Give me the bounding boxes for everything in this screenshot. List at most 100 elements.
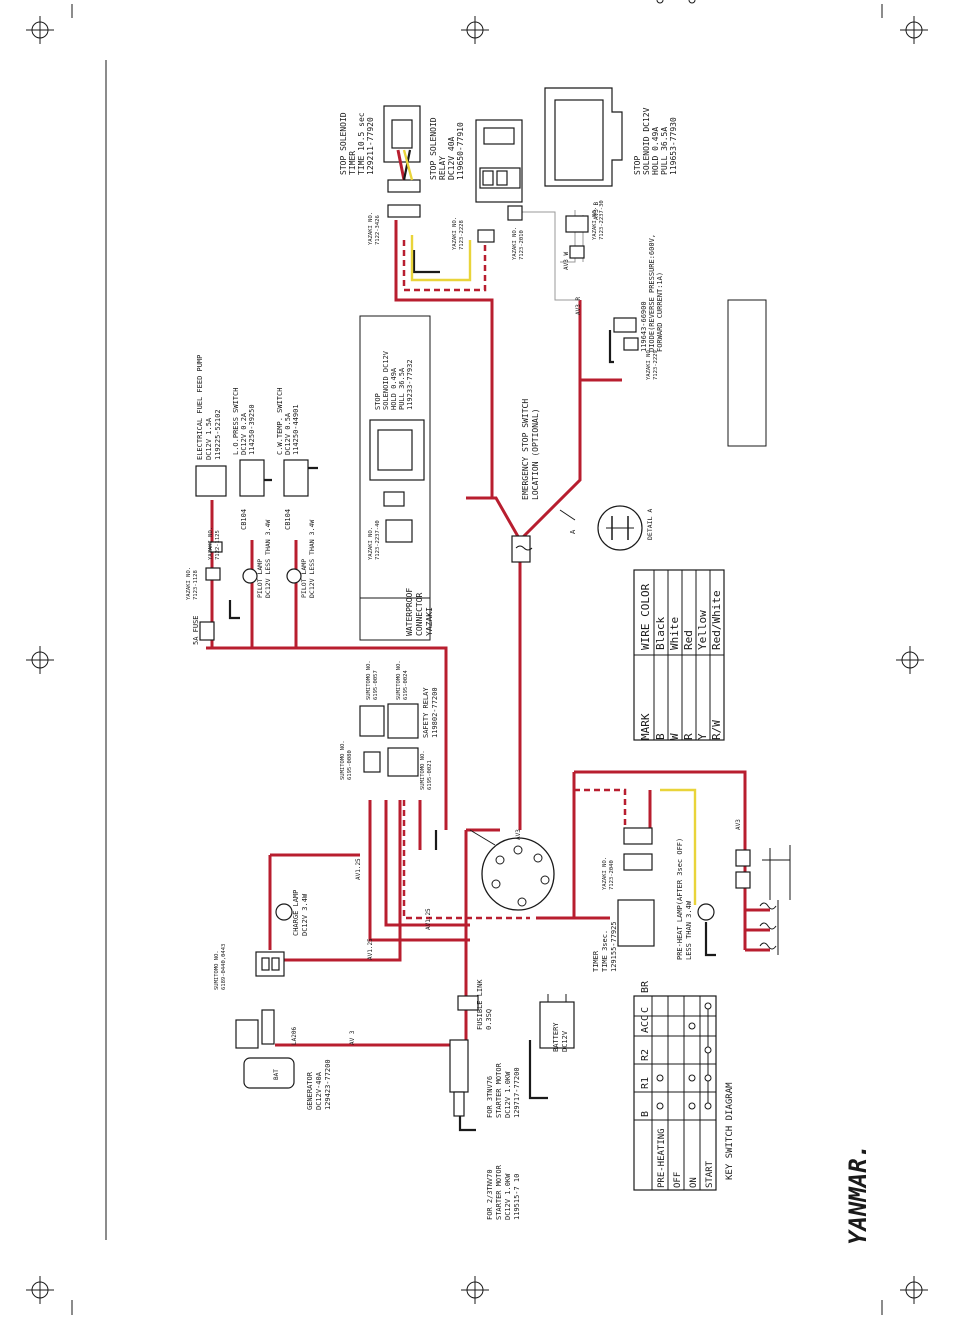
starter-3tnv-label-line-1: STARTER MOTOR	[495, 1062, 503, 1118]
preheat-timer-block	[617, 827, 751, 947]
key-table-header-2: R1	[640, 1077, 651, 1089]
stop-solenoid-timer-block	[383, 105, 421, 218]
waterproof-connector-box	[359, 315, 431, 641]
safety-relay-label-line-1: 119802-77200	[431, 687, 439, 738]
yazaki-6-label-line-1: 7123-2010	[519, 230, 525, 260]
generator-label-line-0: GENERATOR	[306, 1071, 314, 1110]
sumitomo-1-label-line-1: 6195-0057	[373, 670, 379, 700]
yazaki-4-label-line-1: 7122-3426	[375, 215, 381, 245]
wire-table-mark-1: W	[668, 733, 681, 740]
waterproof-connector-label-line-0: WATERPROOF	[405, 588, 414, 636]
sumitomo-4-label-line-1: 6195-0021	[427, 760, 433, 790]
diode-label-line-2: FORWARD CURRENT:1A)	[656, 272, 664, 352]
generator-label-line-1: DC12V-40A	[315, 1071, 323, 1110]
stop-solenoid-timer-label-line-0: STOP SOLENOID	[339, 112, 348, 175]
key-table-dot	[688, 0, 696, 4]
stop-solenoid-center-label-line-4: 119233-77932	[406, 359, 414, 410]
stop-solenoid-relay-label-line-2: DC12V 40A	[447, 136, 456, 180]
yazaki-8-label-line-1: 7123-2237-40	[375, 520, 381, 560]
yazaki-4-label-line-0: YAZAKI NO.	[368, 212, 374, 245]
charge-lamp-symbol	[275, 903, 293, 921]
starter-3tnv-label-line-0: FOR 3TNV76	[486, 1076, 494, 1118]
detail-a-mark-label: A	[569, 529, 577, 534]
key-table-row-label-1: OFF	[673, 1172, 683, 1188]
yanmar-logo: YANMAR.	[844, 1144, 872, 1245]
cw-temp-label-line-2: 114250-44901	[292, 404, 300, 455]
wire-table-color-3: Yellow	[696, 610, 709, 650]
stop-solenoid-relay-label-line-3: 119650-77910	[456, 122, 465, 180]
lo-press-label-line-2: 114250-39250	[248, 404, 256, 455]
yazaki-2-label-line-0: YAZAKI NO.	[208, 527, 214, 560]
emergency-stop-switch	[511, 535, 533, 563]
yazaki-3-label-line-1: 7123-2228	[459, 220, 465, 250]
stop-solenoid-right-label-line-3: PULL 36.5A	[660, 127, 669, 175]
timer-preheat-label-line-0: TIMER	[592, 950, 600, 972]
key-table-header-3: R2	[640, 1049, 651, 1061]
timer-preheat-label-line-1: TIME 3sec.	[601, 930, 609, 972]
black-ground-wires	[228, 250, 716, 1132]
diode-label-line-0: 119643-66900	[640, 301, 648, 352]
stop-solenoid-right-label-line-1: SOLENOID DC12V	[642, 107, 651, 175]
yazaki-3-label-line-0: YAZAKI NO.	[452, 217, 458, 250]
sumitomo-2-label-line-0: SUMITOMO NO.	[396, 660, 402, 700]
yazaki-2-label-line-1: 7122-1125	[215, 530, 221, 560]
generator-tag-label: LA206	[291, 1027, 298, 1045]
stop-solenoid-timer-label-line-3: 129211-77920	[366, 117, 375, 175]
fuel-pump-block	[195, 465, 227, 641]
stop-solenoid-center-label-line-0: STOP	[374, 393, 382, 410]
key-table-row-label-0: PRE-HEATING	[657, 1128, 667, 1188]
key-table-dot	[688, 1022, 696, 1030]
waterproof-connector-label-line-1: CONNECTOR	[415, 592, 424, 636]
preheat-lamp-label-line-1: LESS THAN 3.4W	[685, 900, 693, 960]
sumitomo-1-label-line-0: SUMITOMO NO.	[366, 660, 372, 700]
wire-tag-0: AV3	[515, 829, 522, 840]
yazaki-1-label-line-0: YAZAKI NO.	[186, 567, 192, 600]
stop-solenoid-right-label-line-2: HOLD 0.49A	[651, 127, 660, 175]
key-table-header-6: BR	[640, 980, 651, 993]
wire-tag-2: AV1.25	[367, 938, 374, 960]
svg-text:YANMAR.: YANMAR.	[844, 1144, 872, 1245]
key-table-dot	[704, 1002, 712, 1010]
pilot-lamp-1-label-line-1: DC12V LESS THAN 3.4W	[264, 520, 272, 598]
key-switch-title: KEY SWITCH DIAGRAM	[725, 1082, 735, 1180]
wire-table-mark-3: Y	[696, 733, 709, 740]
generator-block	[235, 951, 295, 1089]
stop-solenoid-center-label-line-2: HOLD 0.49A	[390, 367, 398, 410]
timer-preheat-label-line-2: 129155-77925	[610, 921, 618, 972]
wire-table-color-1: White	[668, 617, 681, 650]
fuel-pump-label-line-0: ELECTRICAL FUEL FEED PUMP	[196, 355, 204, 460]
sumitomo-3-label-line-0: SUMITOMO NO.	[340, 740, 346, 780]
wire-table-mark-0: B	[654, 733, 667, 740]
key-table-dot	[688, 1102, 696, 1110]
charge-lamp-label-line-1: DC12V 3.4W	[301, 893, 309, 936]
stop-solenoid-relay-block	[475, 119, 523, 243]
stop-solenoid-relay-label-line-1: RELAY	[438, 156, 447, 180]
fusible-link-label-line-0: FUSIBLE LINK	[476, 979, 484, 1030]
wire-tag-8: AV3	[735, 819, 742, 830]
starter-block	[449, 994, 575, 1117]
yazaki-9-label-line-1: 7123-2229	[653, 350, 659, 380]
registration-marks	[26, 4, 928, 1315]
sumitomo-2-label-line-1: 6195-0024	[403, 670, 409, 700]
preheat-lamp-label-line-0: PRE-HEAT LAMP(AFTER 3sec OFF)	[676, 838, 684, 960]
yazaki-8-label-line-0: YAZAKI NO.	[368, 527, 374, 560]
key-table-header-4: ACC	[640, 1015, 651, 1033]
key-table-dot	[656, 1102, 664, 1110]
yazaki-6-label-line-0: YAZAKI NO.	[512, 227, 518, 260]
key-table-dot	[704, 1074, 712, 1082]
waterproof-connector-label-line-2: YAZAKI	[425, 607, 434, 636]
stop-solenoid-right-label-line-4: 119653-77930	[669, 117, 678, 175]
stop-solenoid-timer-label-line-1: TIMER	[348, 151, 357, 175]
key-table-dot	[656, 0, 664, 4]
wire-tag-1: AV1.25	[355, 858, 362, 880]
key-table-row-label-2: ON	[689, 1177, 699, 1188]
emergency-stop-label-line-0: EMERGENCY STOP SWITCH	[521, 399, 530, 500]
diode-label-line-1: DIODE(REVERSE PRESSURE:600V,	[648, 234, 656, 352]
starter-3tnv-label-line-2: DC12V 1.0KW	[504, 1071, 512, 1118]
lo-press-label-line-0: L.O.PRESS SWITCH	[232, 388, 240, 455]
wire-tag-3: AV1.25	[425, 908, 432, 930]
starter-3tnv-label-line-3: 129717-77200	[513, 1067, 521, 1118]
wire-table-header-color: WIRE COLOR	[639, 583, 652, 650]
wire-table-color-0: Black	[654, 617, 667, 650]
